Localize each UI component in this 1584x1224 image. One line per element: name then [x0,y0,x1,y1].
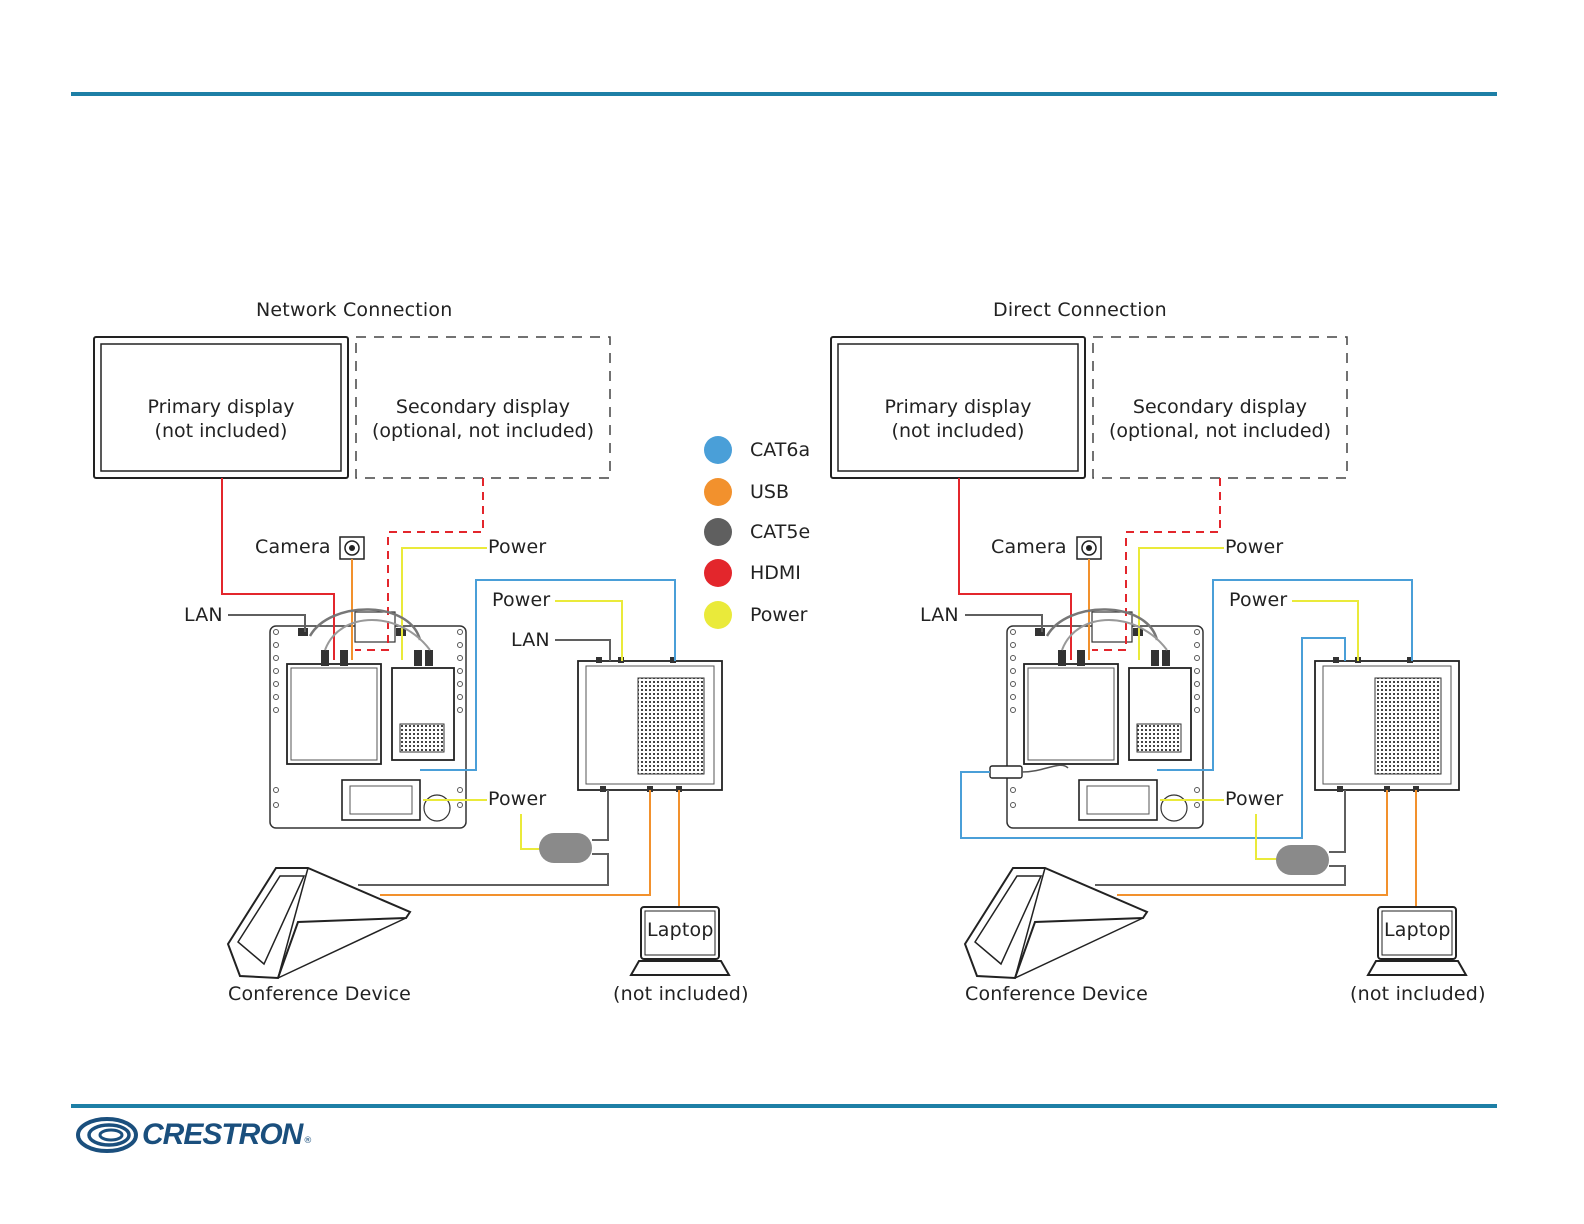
legend-item-cat5e: CAT5e [704,518,810,546]
direct-primary-display-label: Primary display (not included) [838,395,1078,443]
header-rule [71,92,1497,96]
legend-item-hdmi: HDMI [704,559,801,587]
direct-laptop-label: Laptop [1384,919,1451,941]
hdmi-swatch-icon [704,559,732,587]
direct-lan-left-label: LAN [920,604,959,626]
legend-label: CAT5e [750,521,811,543]
network-title: Network Connection [256,299,453,321]
direct-secondary-display-label: Secondary display (optional, not include… [1095,395,1345,443]
legend-label: CAT6a [750,439,811,461]
network-lan-left-label: LAN [184,604,223,626]
direct-title: Direct Connection [993,299,1167,321]
logo-wordmark: CRESTRON [142,1118,303,1151]
network-power-top-label: Power [488,536,547,558]
network-secondary-display-label: Secondary display (optional, not include… [358,395,608,443]
poe-injector-icon [539,833,592,863]
legend-label: HDMI [750,562,801,584]
legend-label: USB [750,481,790,503]
footer-rule [71,1104,1497,1108]
network-power-mid-label: Power [492,589,551,611]
primary-display-line1: Primary display [147,396,295,418]
legend-label: Power [750,604,808,626]
network-diagram [93,336,730,979]
direct-conference-device-label: Conference Device [965,983,1148,1005]
crestron-swirl-icon [76,1117,138,1153]
secondary-display-line2: (optional, not included) [1109,420,1331,442]
direct-camera-label: Camera [991,536,1067,558]
network-primary-display-label: Primary display (not included) [101,395,341,443]
crestron-logo: CRESTRON ® [76,1116,312,1154]
secondary-display-line1: Secondary display [395,396,571,418]
legend-item-usb: USB [704,478,789,506]
cat6a-swatch-icon [704,436,732,464]
network-conference-device-label: Conference Device [228,983,411,1005]
poe-injector-icon [1276,845,1329,875]
primary-display-line2: (not included) [891,420,1025,442]
network-laptop-label: Laptop [647,919,714,941]
laptop-icon [630,906,730,976]
secondary-display-line2: (optional, not included) [372,420,594,442]
direct-power-bottom-label: Power [1225,788,1284,810]
power-swatch-icon [704,601,732,629]
primary-display-line2: (not included) [154,420,288,442]
network-laptop-note: (not included) [613,983,749,1005]
legend-item-cat6a: CAT6a [704,436,810,464]
network-camera-label: Camera [255,536,331,558]
usb-swatch-icon [704,478,732,506]
direct-laptop-note: (not included) [1350,983,1486,1005]
laptop-icon [1367,906,1467,976]
cat5e-swatch-icon [704,518,732,546]
network-power-bottom-label: Power [488,788,547,810]
primary-display-line1: Primary display [884,396,1032,418]
registered-mark: ® [303,1136,313,1146]
direct-power-mid-label: Power [1229,589,1288,611]
direct-power-top-label: Power [1225,536,1284,558]
secondary-display-line1: Secondary display [1132,396,1308,418]
direct-diagram [830,336,1467,979]
network-lan-mid-label: LAN [511,629,550,651]
legend-item-power: Power [704,601,807,629]
